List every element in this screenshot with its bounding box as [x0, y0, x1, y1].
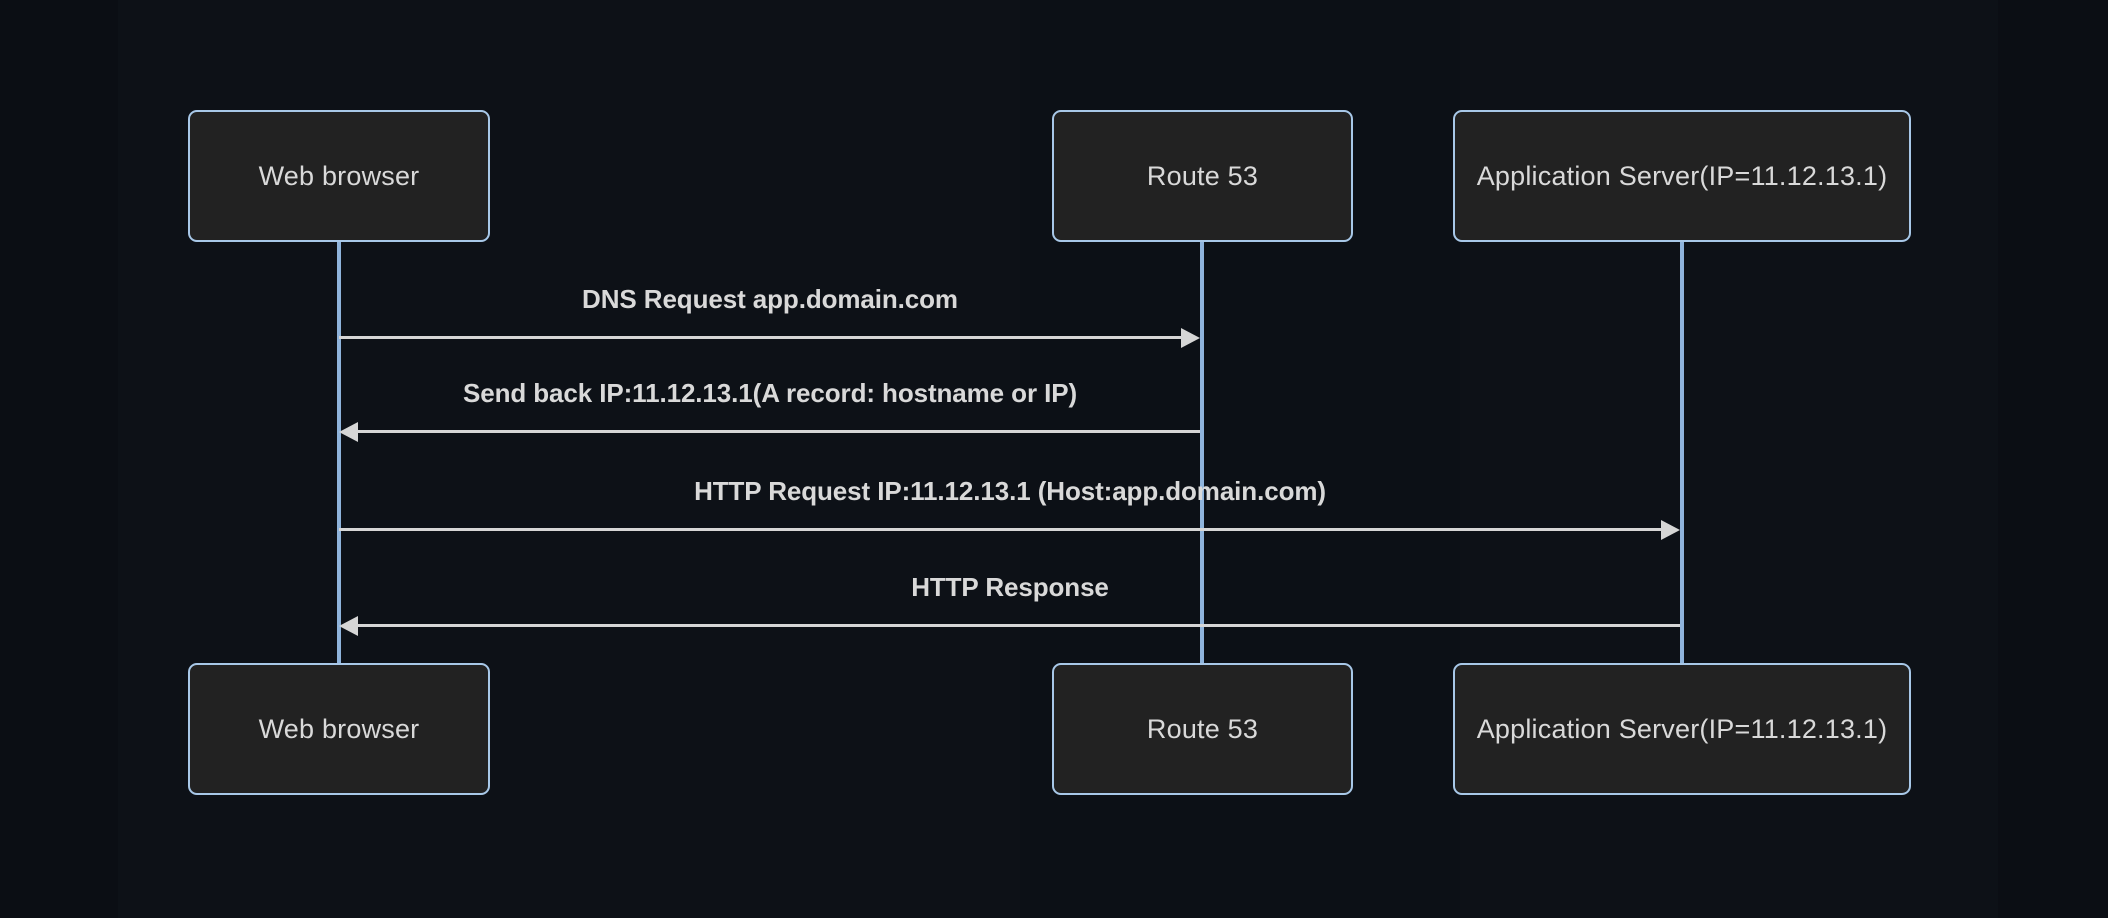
message-2-line [358, 430, 1200, 433]
message-4-arrowhead [339, 616, 358, 636]
participant-header-route53[interactable]: Route 53 [1052, 110, 1353, 242]
participant-footer-route53-label: Route 53 [1146, 713, 1259, 744]
message-2-arrowhead [339, 422, 358, 442]
message-1-line [339, 336, 1181, 339]
message-3-arrowhead [1661, 520, 1680, 540]
participant-footer-browser-label: Web browser [258, 713, 420, 744]
message-4-line [358, 624, 1680, 627]
lifeline-route53 [1200, 242, 1204, 663]
participant-header-route53-label: Route 53 [1146, 160, 1259, 191]
participant-header-browser-label: Web browser [258, 160, 420, 191]
participant-header-appserver[interactable]: Application Server(IP=11.12.13.1) [1453, 110, 1911, 242]
participant-header-appserver-label: Application Server(IP=11.12.13.1) [1476, 160, 1888, 191]
participant-footer-browser[interactable]: Web browser [188, 663, 490, 795]
message-3-line [339, 528, 1661, 531]
message-2-label: Send back IP:11.12.13.1(A record: hostna… [462, 378, 1078, 408]
message-1-label: DNS Request app.domain.com [582, 284, 958, 314]
participant-footer-appserver-label: Application Server(IP=11.12.13.1) [1476, 713, 1888, 744]
message-4-label: HTTP Response [911, 572, 1109, 602]
participant-footer-route53[interactable]: Route 53 [1052, 663, 1353, 795]
lifeline-browser [337, 242, 341, 663]
message-3-label: HTTP Request IP:11.12.13.1 (Host:app.dom… [694, 476, 1326, 506]
lifeline-appserver [1680, 242, 1684, 663]
participant-footer-appserver[interactable]: Application Server(IP=11.12.13.1) [1453, 663, 1911, 795]
message-1-arrowhead [1181, 328, 1200, 348]
participant-header-browser[interactable]: Web browser [188, 110, 490, 242]
